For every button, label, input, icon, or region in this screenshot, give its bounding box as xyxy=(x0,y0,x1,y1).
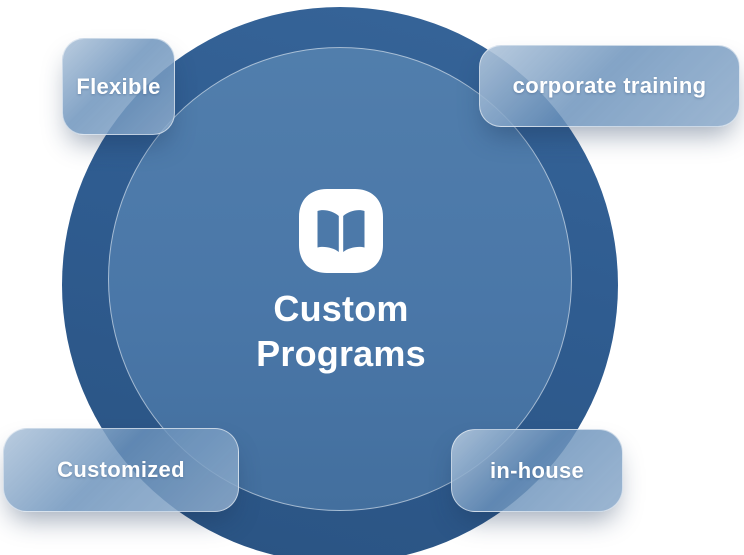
label-card-customized: Customized xyxy=(3,428,239,512)
center-title: Custom Programs xyxy=(256,288,426,374)
label-card-in-house: in-house xyxy=(451,429,623,512)
label-text-flexible: Flexible xyxy=(76,73,161,99)
label-card-flexible: Flexible xyxy=(62,38,175,135)
label-text-in-house: in-house xyxy=(489,457,585,483)
label-text-customized: Customized xyxy=(57,457,185,482)
label-text-corporate-training: corporate training xyxy=(512,73,707,98)
open-book-icon xyxy=(299,189,383,273)
label-card-corporate-training: corporate training xyxy=(479,45,740,127)
